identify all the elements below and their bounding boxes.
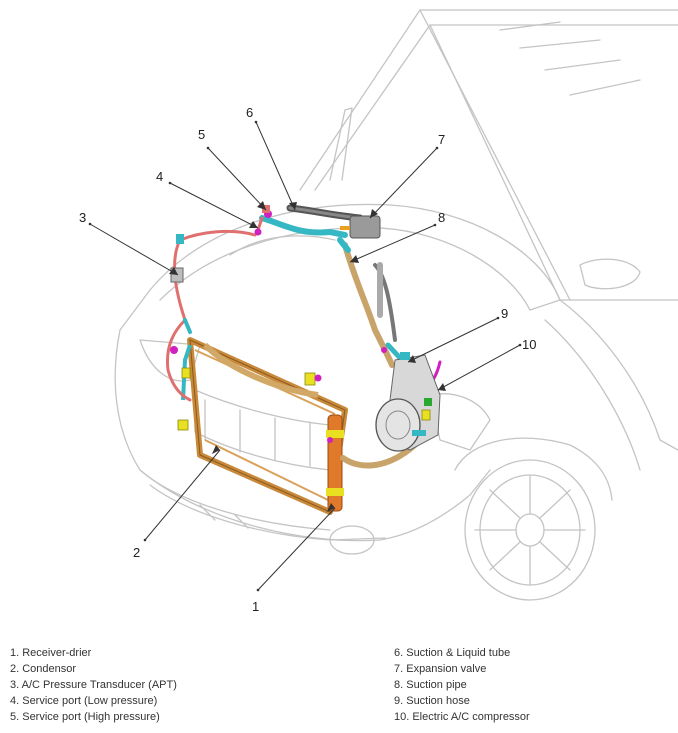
callout-5: 5 [198, 127, 205, 142]
legend-item-suction-hose: 9. Suction hose [394, 695, 470, 707]
suction-liquid-tube [256, 204, 364, 238]
electric-compressor [375, 352, 441, 452]
service-ports [254, 205, 272, 236]
legend-item-suction-liquid-tube: 6. Suction & Liquid tube [394, 647, 511, 659]
legend-item-suction-pipe: 8. Suction pipe [394, 679, 467, 691]
callout-10: 10 [522, 337, 536, 352]
leader-tails [88, 120, 522, 592]
condenser [181, 337, 348, 515]
car-body-outline [114, 9, 678, 601]
car-ac-illustration: 1 2 3 4 5 6 7 8 9 10 [79, 9, 678, 614]
callout-4: 4 [156, 169, 163, 184]
callout-6: 6 [246, 105, 253, 120]
callout-2: 2 [133, 545, 140, 560]
callout-8: 8 [438, 210, 445, 225]
legend-item-receiver-drier: 1. Receiver-drier [10, 647, 92, 659]
legend-item-compressor: 10. Electric A/C compressor [394, 711, 530, 723]
legend-column-right: 6. Suction & Liquid tube 7. Expansion va… [394, 645, 530, 725]
legend-item-service-port-low: 4. Service port (Low pressure) [10, 695, 158, 707]
callout-9: 9 [501, 306, 508, 321]
expansion-valve [340, 215, 381, 239]
legend-item-expansion-valve: 7. Expansion valve [394, 663, 487, 675]
callout-7: 7 [438, 132, 445, 147]
leader-lines [89, 121, 521, 591]
connectors [177, 367, 431, 431]
component-legend: 1. Receiver-drier 2. Condensor 3. A/C Pr… [10, 645, 670, 731]
callout-1: 1 [252, 599, 259, 614]
callout-numbers: 1 2 3 4 5 6 7 8 9 10 [79, 105, 536, 614]
legend-item-pressure-transducer: 3. A/C Pressure Transducer (APT) [10, 679, 177, 691]
receiver-drier [326, 414, 344, 512]
legend-column-left: 1. Receiver-drier 2. Condensor 3. A/C Pr… [10, 645, 177, 725]
clips [170, 346, 387, 443]
callout-3: 3 [79, 210, 86, 225]
high-pressure-hose [165, 229, 257, 402]
leader-arrowheads [169, 201, 446, 512]
legend-item-condensor: 2. Condensor [10, 663, 77, 675]
legend-item-service-port-high: 5. Service port (High pressure) [10, 711, 160, 723]
